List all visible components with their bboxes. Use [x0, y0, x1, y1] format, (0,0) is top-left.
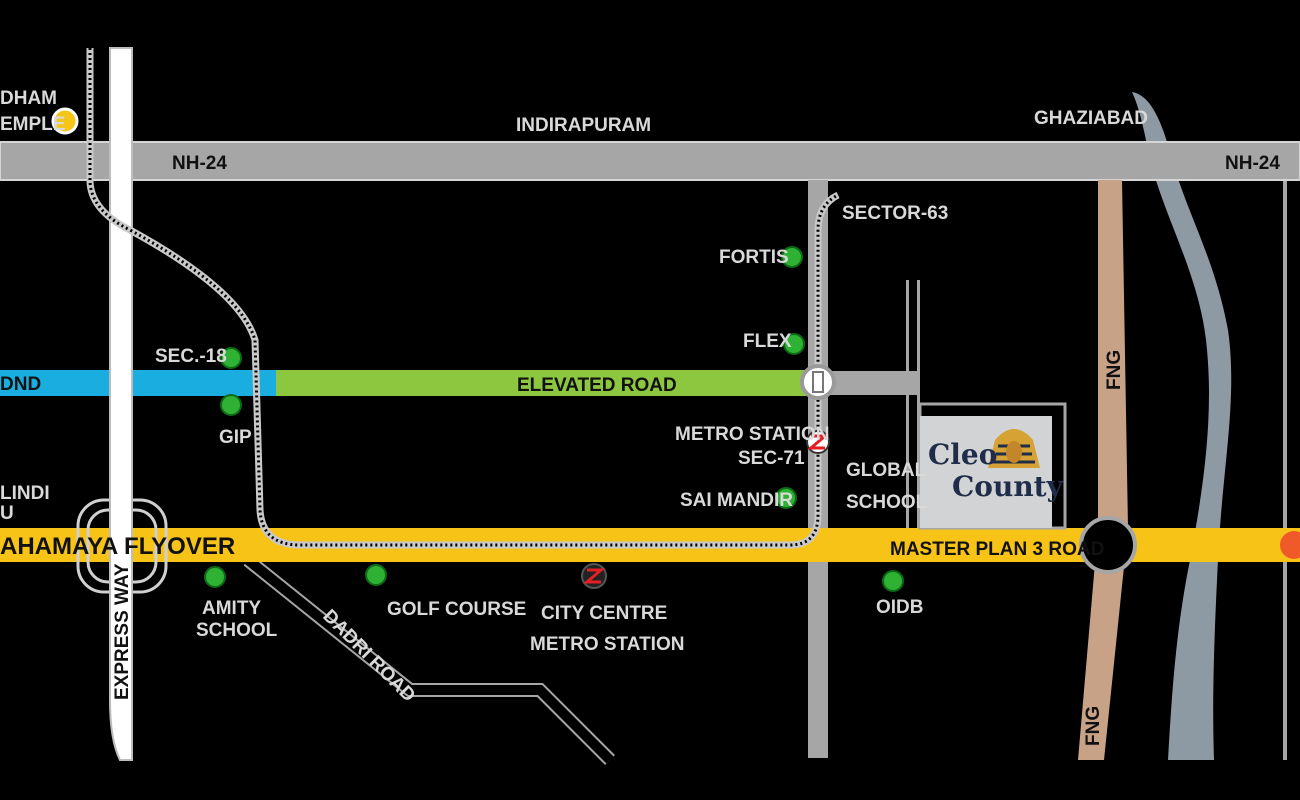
amity-label-line2: SCHOOL — [196, 620, 278, 641]
right-boundary-road — [1283, 180, 1287, 760]
metro-city-centre-icon — [581, 563, 607, 589]
dnd-label: DND — [0, 374, 41, 395]
city-centre-label-line1: CITY CENTRE — [541, 603, 667, 624]
indirapuram-label: INDIRAPURAM — [516, 115, 651, 136]
elevated-connector — [828, 371, 920, 395]
pharaoh-head-icon — [988, 429, 1040, 468]
flex-icon — [783, 333, 805, 355]
fortis-label: FORTIS — [719, 247, 789, 268]
fng-top-label: FNG — [1104, 350, 1125, 390]
global-school-label-line2: SCHOOL — [846, 492, 928, 513]
amity-icon — [204, 566, 226, 588]
sec18-label: SEC.-18 — [155, 346, 227, 367]
golf-course-label: GOLF COURSE — [387, 599, 526, 620]
metro-sec71-label-line2: SEC-71 — [738, 448, 805, 469]
amity-label-line1: AMITY — [202, 598, 261, 619]
golf-course-icon — [365, 564, 387, 586]
sai-mandir-label: SAI MANDIR — [680, 490, 793, 511]
master-plan-3-label: MASTER PLAN 3 ROAD — [890, 539, 1104, 560]
project-box: Cleo County — [918, 402, 1067, 530]
metro-sec71-icon — [806, 430, 830, 454]
fng-road — [1078, 180, 1128, 760]
nh24-road — [0, 141, 1300, 181]
river — [1132, 92, 1232, 760]
global-school-road-a — [906, 280, 909, 530]
ghaziabad-label: GHAZIABAD — [1034, 108, 1148, 129]
fng-roundabout — [1079, 516, 1137, 574]
end-marker — [1280, 531, 1300, 559]
temple-label-line2: EMPLE — [0, 114, 65, 135]
temple-icon — [51, 107, 79, 135]
sector63-label: SECTOR-63 — [842, 203, 948, 224]
expressway-label: EXPRESS WAY — [112, 563, 133, 700]
city-centre-label-line2: METRO STATION — [530, 634, 684, 655]
metro-line — [86, 48, 840, 549]
oidb-label: OIDB — [876, 597, 924, 618]
sec18-icon — [220, 347, 242, 369]
kalindi-label-line2: U — [0, 503, 14, 524]
elevated-road-label: ELEVATED ROAD — [517, 375, 677, 396]
kalindi-label-line1: LINDI — [0, 483, 50, 504]
nh24-right-label: NH-24 — [1225, 153, 1280, 174]
interchange-circle — [800, 364, 836, 400]
mahamaya-flyover-label: AHAMAYA FLYOVER — [0, 533, 235, 560]
dnd-road — [0, 370, 276, 396]
gip-label: GIP — [219, 427, 252, 448]
oidb-icon — [882, 570, 904, 592]
metro-sec71-label-line1: METRO STATION — [675, 424, 829, 445]
fng-bottom-label: FNG — [1083, 706, 1104, 746]
elevated-road — [276, 370, 810, 396]
gip-icon — [220, 394, 242, 416]
nh24-left-label: NH-24 — [172, 153, 227, 174]
fortis-icon — [781, 246, 803, 268]
global-school-label-line1: GLOBAL — [846, 460, 927, 481]
flex-label: FLEX — [743, 331, 792, 352]
dadri-road — [243, 554, 615, 765]
project-name-line2: County — [952, 470, 1064, 503]
sai-mandir-icon — [775, 487, 797, 509]
temple-label-line1: DHAM — [0, 88, 57, 109]
project-name-line1: Cleo — [928, 438, 997, 471]
dadri-road-label: DADRI ROAD — [318, 606, 419, 707]
